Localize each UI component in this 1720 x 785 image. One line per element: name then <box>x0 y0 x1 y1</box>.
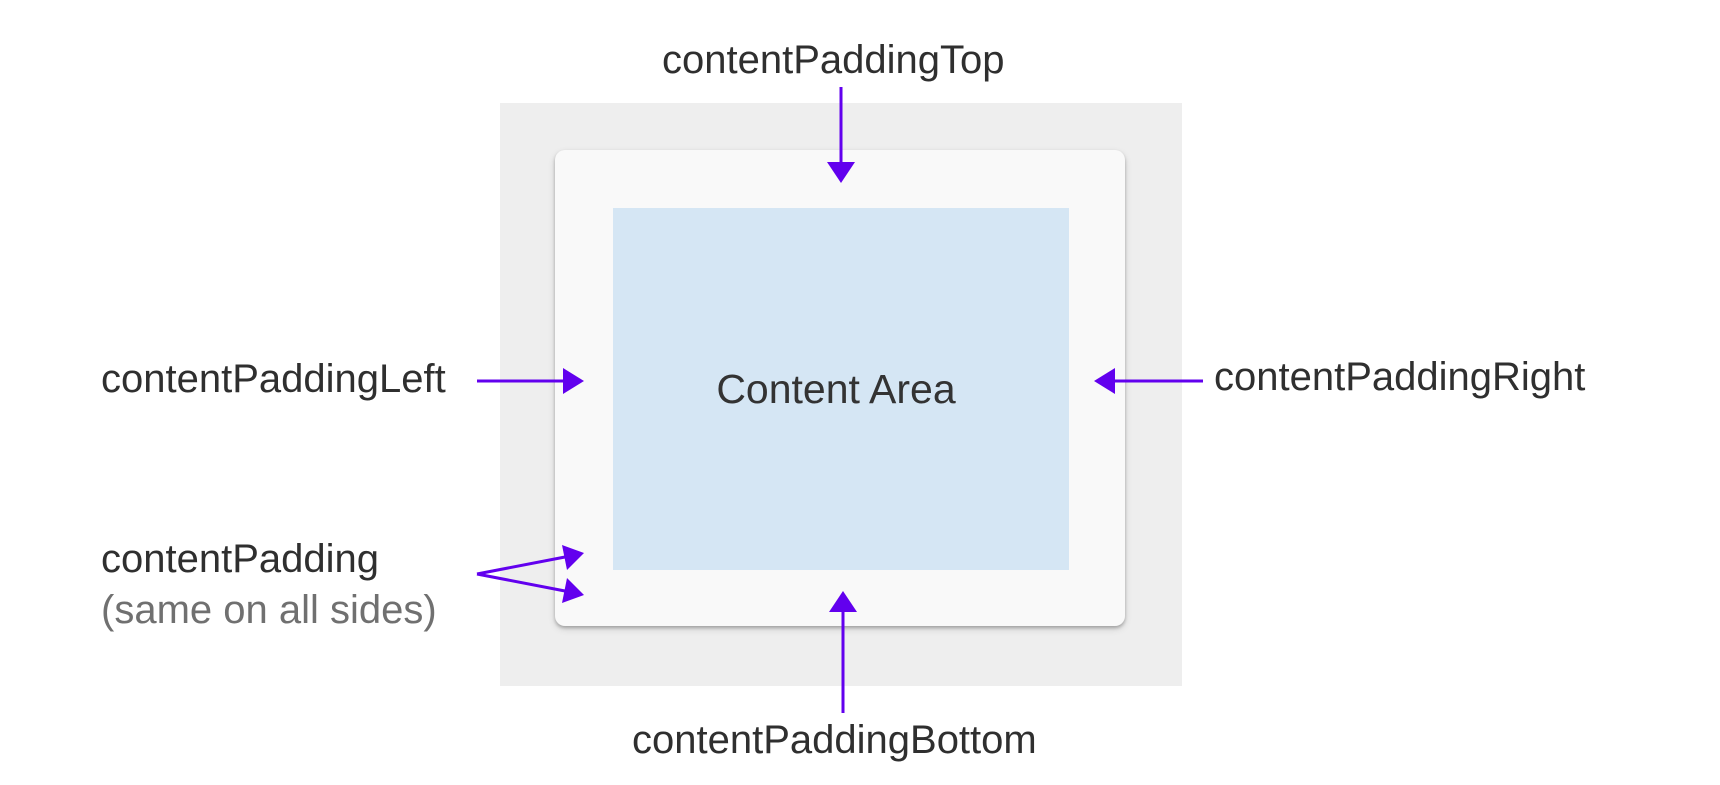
arrow-bottom-head <box>829 591 857 612</box>
arrow-left-head <box>563 368 584 394</box>
label-padding-all-note: (same on all sides) <box>101 588 437 632</box>
label-padding-top: contentPaddingTop <box>662 38 1005 82</box>
content-area: Content Area <box>613 208 1069 570</box>
arrow-right-head <box>1094 368 1115 394</box>
arrow-top-head <box>827 162 855 183</box>
content-area-label: Content Area <box>716 365 956 412</box>
arrow-all-upper-line <box>476 555 566 576</box>
label-padding-bottom: contentPaddingBottom <box>632 718 1037 762</box>
arrow-all-lower-head <box>562 578 584 603</box>
label-padding-right: contentPaddingRight <box>1214 355 1586 399</box>
arrow-all-upper-head <box>562 545 584 570</box>
label-padding-left: contentPaddingLeft <box>101 357 446 401</box>
label-padding-all: contentPadding <box>101 537 380 581</box>
arrow-all-lower-line <box>476 572 566 593</box>
